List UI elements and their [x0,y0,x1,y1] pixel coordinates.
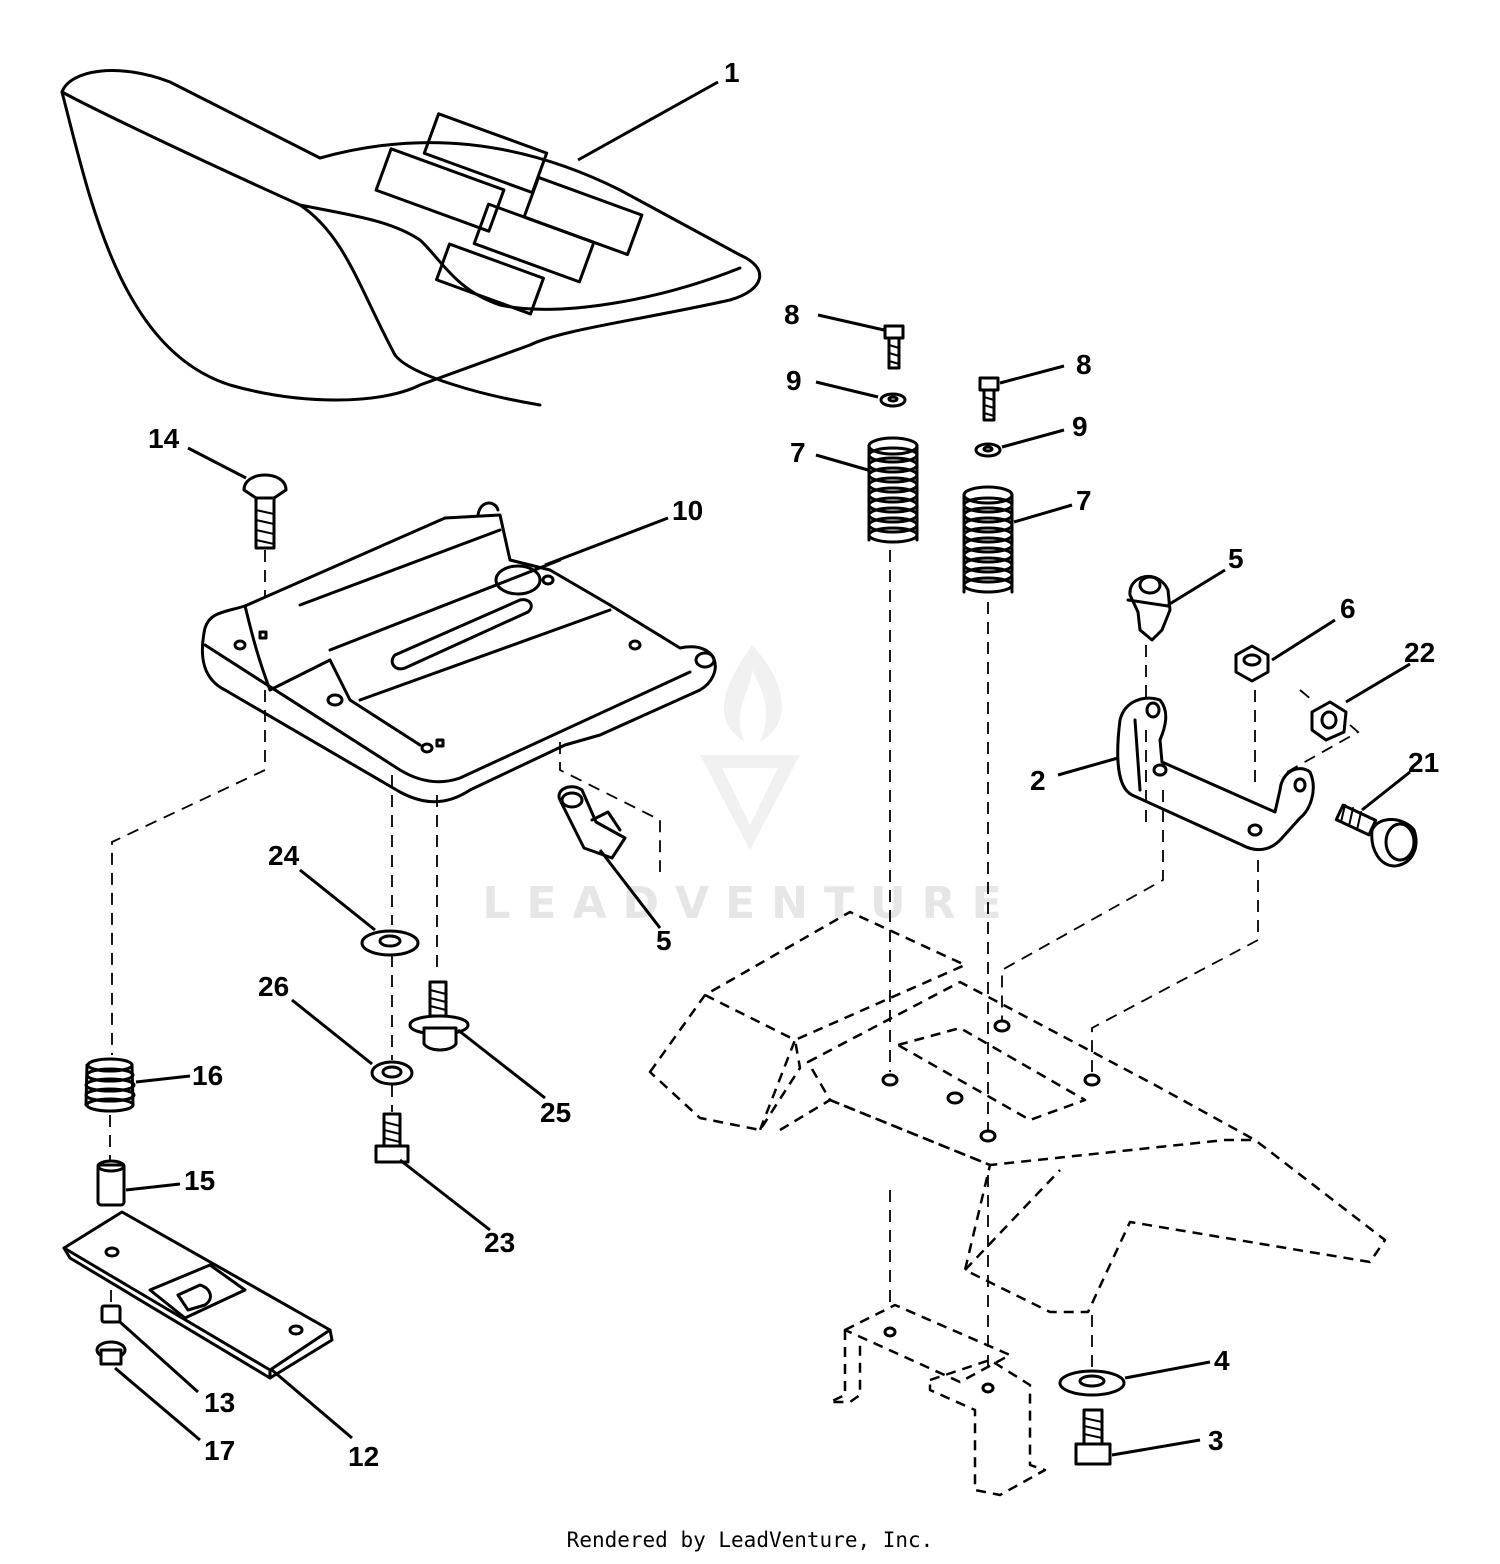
part-21-bolt [1334,803,1418,868]
part-5-clip-upper [1126,574,1172,642]
part-9-washer-left [879,392,907,408]
callout-8-left: 8 [784,299,800,330]
callout-7-right: 7 [1076,485,1092,516]
callout-8-right: 8 [1076,349,1092,380]
callout-24: 24 [268,840,300,871]
tractor-frame-phantom [648,910,1387,1314]
part-8-bolt-left [883,324,905,370]
callout-16: 16 [192,1060,223,1091]
callout-1: 1 [724,57,740,88]
part-7-spring-left [867,436,919,544]
callout-14: 14 [148,423,180,454]
part-13-nut [100,1304,122,1324]
part-15-spacer [96,1159,126,1207]
callout-5-lower: 5 [656,925,672,956]
part-6-nut [1234,644,1270,683]
part-22-nut [1310,700,1348,742]
watermark-logo [700,645,800,850]
part-26-lock-washer [370,1060,414,1086]
lower-mount-phantom [828,1303,1047,1497]
callout-10: 10 [672,495,703,526]
callout-13: 13 [204,1387,235,1418]
callout-9-left: 9 [786,365,802,396]
part-12-bracket-plate [62,1210,334,1380]
footer-credit: Rendered by LeadVenture, Inc. [566,1528,934,1552]
callout-23: 23 [484,1227,515,1258]
part-25-shoulder-bolt [408,980,470,1052]
callout-22: 22 [1404,637,1435,668]
callout-7-left: 7 [790,437,806,468]
part-24-washer [360,929,420,957]
part-23-hex-bolt [374,1112,410,1164]
part-4-washer [1058,1369,1126,1397]
part-7-spring-right [962,485,1014,594]
callout-26: 26 [258,971,289,1002]
callout-9-right: 9 [1072,411,1088,442]
watermark-text: LEADVENTURE [482,878,1017,929]
part-10-seat-pan [200,501,717,804]
part-16-spring [84,1057,136,1113]
callout-17: 17 [204,1435,235,1466]
callout-5-upper: 5 [1228,543,1244,574]
callout-4: 4 [1214,1345,1230,1376]
callout-6: 6 [1340,593,1356,624]
callout-12: 12 [348,1441,379,1472]
callout-25: 25 [540,1097,571,1128]
part-9-washer-right [974,442,1002,458]
callout-15: 15 [184,1165,215,1196]
part-17-flange-nut [95,1340,127,1366]
part-14-carriage-bolt [242,473,288,550]
part-8-bolt-right [978,376,1000,422]
part-1-seat [60,69,762,407]
callout-21: 21 [1408,747,1439,778]
part-5-clip-lower [557,785,627,860]
callout-3: 3 [1208,1425,1224,1456]
callout-2: 2 [1030,765,1046,796]
part-2-bracket [1116,696,1315,852]
part-3-hex-bolt [1074,1408,1112,1466]
